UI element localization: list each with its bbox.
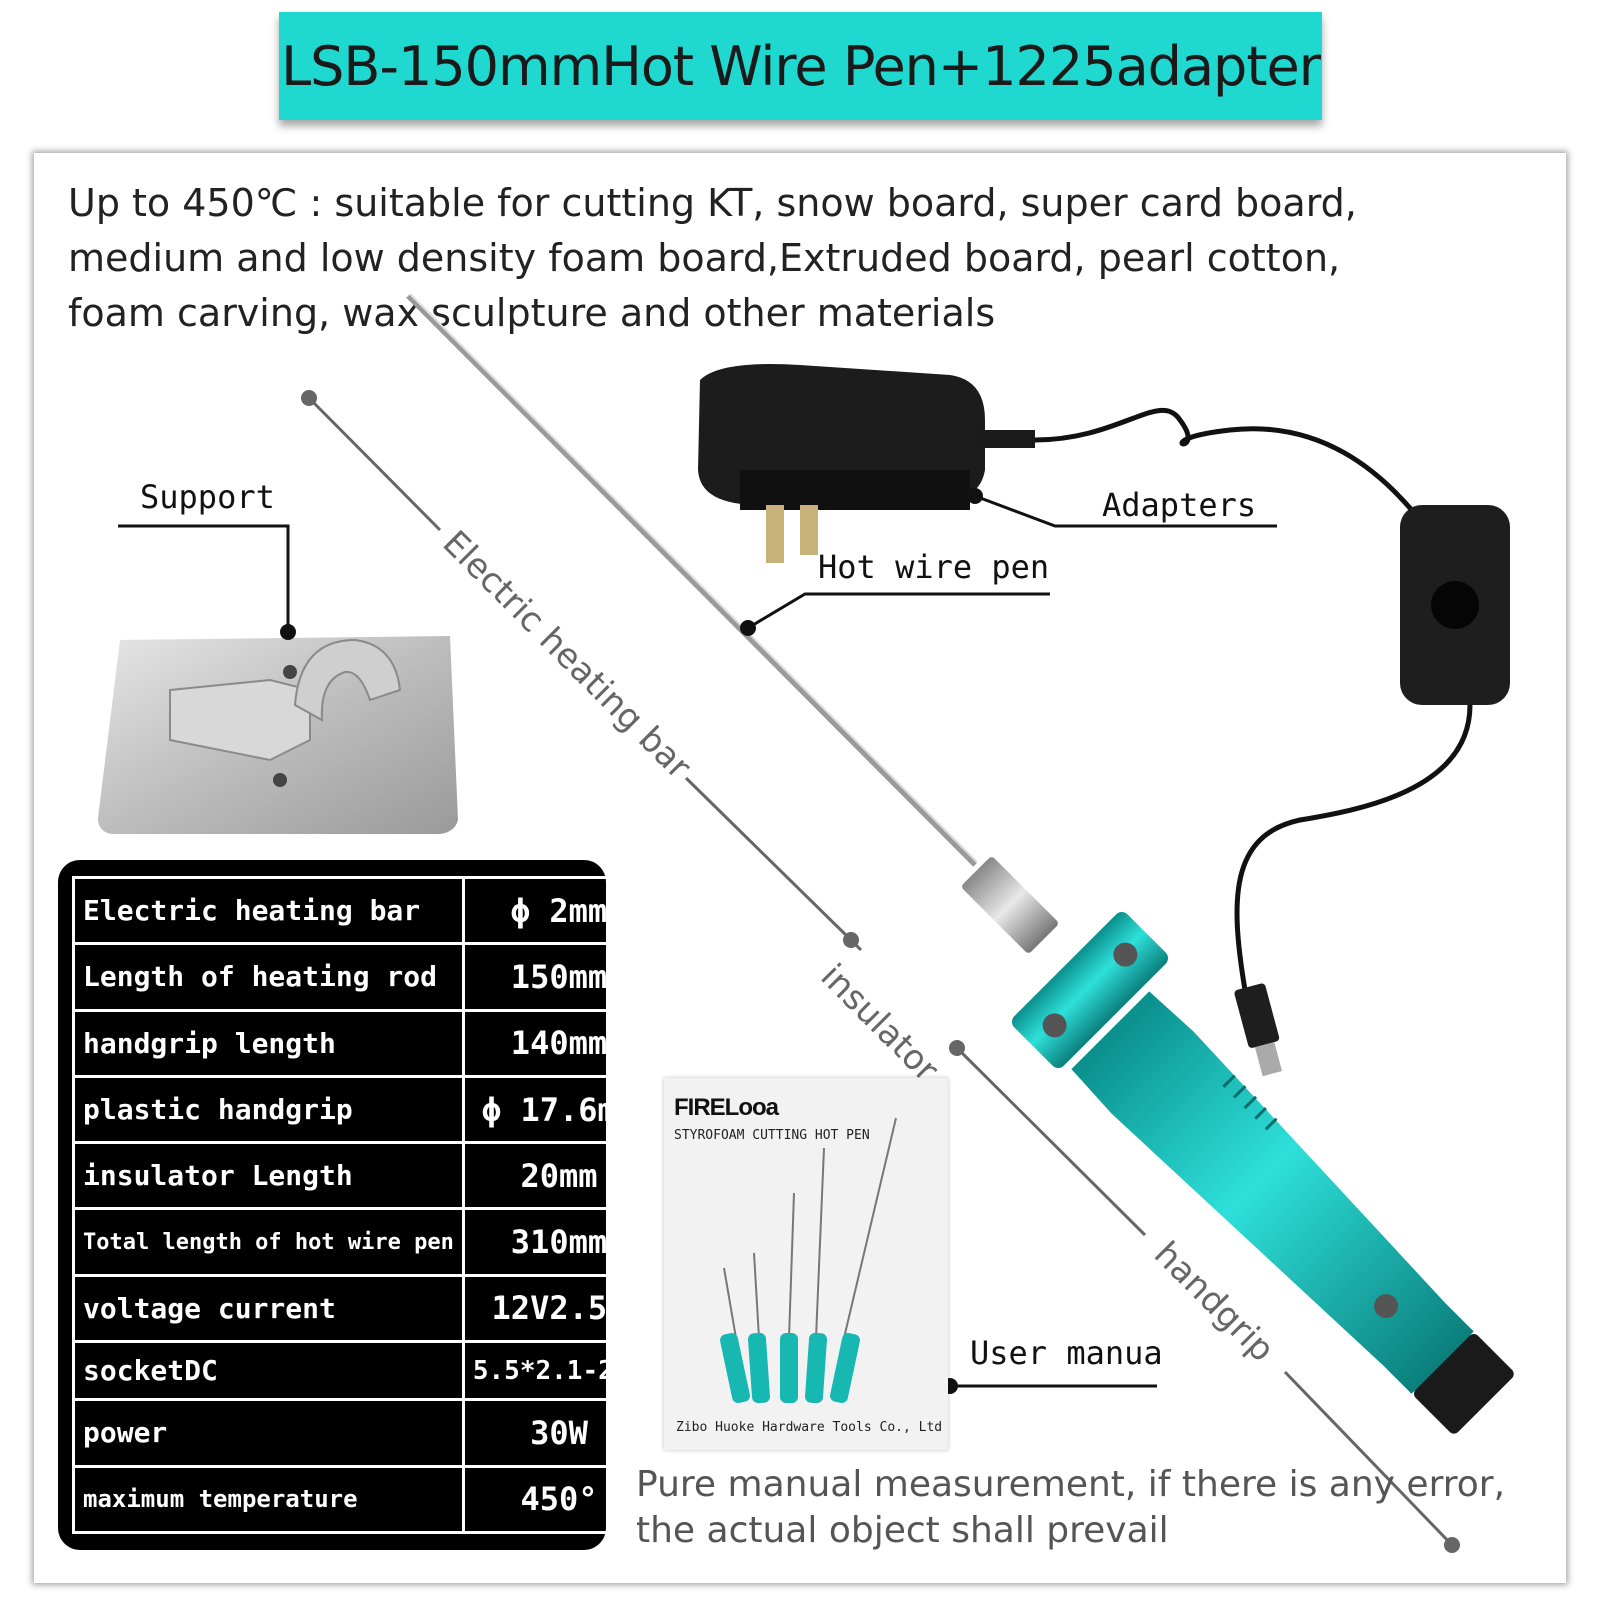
pen-head-clamp — [1011, 911, 1169, 1069]
spec-value: 30W — [461, 1398, 657, 1468]
title-text: LSB-150mmHot Wire Pen+1225adapter — [281, 34, 1321, 98]
spec-name: plastic handgrip — [72, 1074, 465, 1145]
spec-value: 150mm — [461, 942, 657, 1012]
manual-brand: FIRELooa — [674, 1094, 779, 1121]
dimension-dot — [301, 390, 317, 406]
title-banner: LSB-150mmHot Wire Pen+1225adapter — [279, 12, 1322, 120]
insulator-sleeve — [962, 857, 1058, 953]
power-adapter — [698, 364, 1035, 563]
spec-name: handgrip length — [72, 1008, 465, 1078]
support-stand — [98, 636, 458, 834]
spec-value: 310mm — [461, 1207, 657, 1277]
adapters-callout — [974, 494, 1277, 528]
spec-name: Electric heating bar — [72, 875, 465, 946]
dimension-dot — [843, 932, 859, 948]
note-line-1: Pure manual measurement, if there is any… — [636, 1464, 1506, 1505]
user-manual-booklet: FIRELooa STYROFOAM CUTTING HOT PEN Zibo … — [664, 1078, 948, 1450]
spec-name: socketDC — [72, 1340, 465, 1402]
dc-plug — [1234, 983, 1283, 1077]
description-line-2: medium and low density foam board,Extrud… — [68, 236, 1341, 280]
spec-name: insulator Length — [72, 1141, 465, 1211]
measurement-note: Pure manual measurement, if there is any… — [636, 1462, 1505, 1554]
spec-value: 20mm — [461, 1141, 657, 1211]
support-callout — [118, 524, 290, 632]
dimension-dots — [301, 390, 1460, 1553]
spec-value: 5.5*2.1-2.5 — [461, 1340, 657, 1402]
note-line-2: the actual object shall prevail — [636, 1510, 1169, 1551]
spec-value: ϕ 2mm — [461, 875, 657, 946]
callout-lines — [118, 494, 1277, 1388]
hot-wire-pen-label: Hot wire pen — [818, 548, 1050, 586]
manual-subtitle: STYROFOAM CUTTING HOT PEN — [674, 1128, 870, 1143]
spec-name: Length of heating rod — [72, 942, 465, 1012]
spec-value: 140mm — [461, 1008, 657, 1078]
spec-value: 12V2.5A — [461, 1273, 657, 1344]
adapters-label: Adapters — [1102, 486, 1257, 524]
manual-pens-illustration — [720, 1117, 897, 1404]
dimension-dot — [1444, 1537, 1460, 1553]
spec-value: ϕ 17.6mm — [461, 1074, 657, 1145]
dimension-dot — [949, 1040, 965, 1056]
support-label: Support — [140, 478, 275, 516]
power-cable — [1034, 407, 1422, 522]
spec-name: power — [72, 1398, 465, 1468]
spec-name: Total length of hot wire pen — [72, 1207, 465, 1277]
description-line-1: Up to 450℃ : suitable for cutting KT, sn… — [68, 181, 1357, 225]
user-manual-label: User manua — [970, 1334, 1163, 1372]
description-line-3: foam carving, wax sculpture and other ma… — [68, 291, 996, 335]
spec-value: 450° — [461, 1464, 657, 1535]
heating-wire — [406, 294, 977, 867]
description: Up to 450℃ : suitable for cutting KT, sn… — [68, 176, 1368, 341]
spec-name: voltage current — [72, 1273, 465, 1344]
inline-switch — [1400, 505, 1510, 705]
hot-wire-pen-callout — [747, 592, 1050, 630]
manual-company: Zibo Huoke Hardware Tools Co., Ltd — [676, 1420, 943, 1435]
spec-name: maximum temperature — [72, 1464, 465, 1535]
pen-handgrip — [1071, 991, 1514, 1434]
